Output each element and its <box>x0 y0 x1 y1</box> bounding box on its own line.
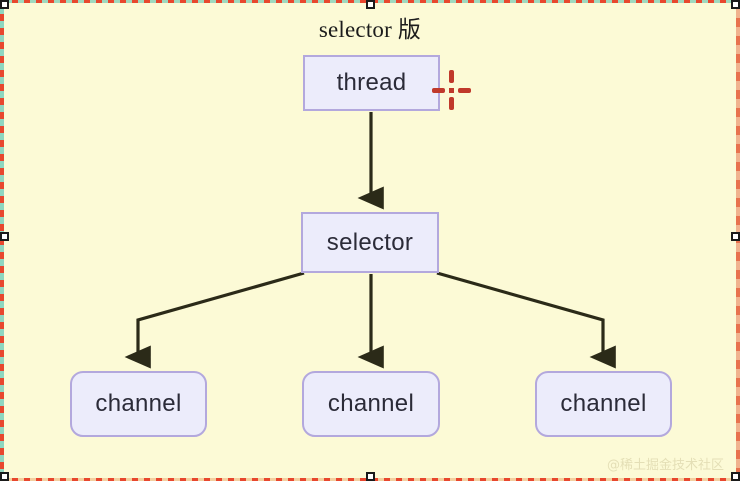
resize-handle-middle-left[interactable] <box>0 232 9 241</box>
node-channel-left[interactable]: channel <box>70 371 207 437</box>
crosshair-center-dot <box>449 88 454 93</box>
resize-handle-bottom-right[interactable] <box>731 472 740 481</box>
crosshair-dash-down <box>449 97 454 110</box>
node-channel-mid[interactable]: channel <box>302 371 440 437</box>
watermark: @稀土掘金技术社区 <box>606 458 724 473</box>
selection-border-left <box>0 0 4 481</box>
selection-border-right <box>736 0 740 481</box>
node-thread[interactable]: thread <box>303 55 440 111</box>
page-title: selector 版 <box>318 17 422 42</box>
node-channel-right[interactable]: channel <box>535 371 672 437</box>
edge-selector-to-channel-left <box>124 271 305 369</box>
selection-border-top <box>0 0 740 3</box>
resize-handle-middle-right[interactable] <box>731 232 740 241</box>
node-channel-mid-label: channel <box>327 390 415 417</box>
crosshair-dash-left <box>432 88 445 93</box>
node-selector-label: selector <box>326 228 414 256</box>
resize-handle-bottom-center[interactable] <box>366 472 375 481</box>
resize-handle-bottom-left[interactable] <box>0 472 9 481</box>
resize-handle-top-left[interactable] <box>0 0 9 9</box>
node-selector[interactable]: selector <box>301 212 439 273</box>
node-thread-label: thread <box>336 69 407 96</box>
crosshair-marker-icon <box>432 70 471 110</box>
crosshair-dash-right <box>458 88 471 93</box>
node-channel-right-label: channel <box>560 390 647 417</box>
crosshair-dash-up <box>449 70 454 83</box>
resize-handle-top-right[interactable] <box>731 0 740 9</box>
edge-selector-to-channel-right <box>436 271 616 369</box>
resize-handle-top-center[interactable] <box>366 0 375 9</box>
node-channel-left-label: channel <box>95 390 182 417</box>
